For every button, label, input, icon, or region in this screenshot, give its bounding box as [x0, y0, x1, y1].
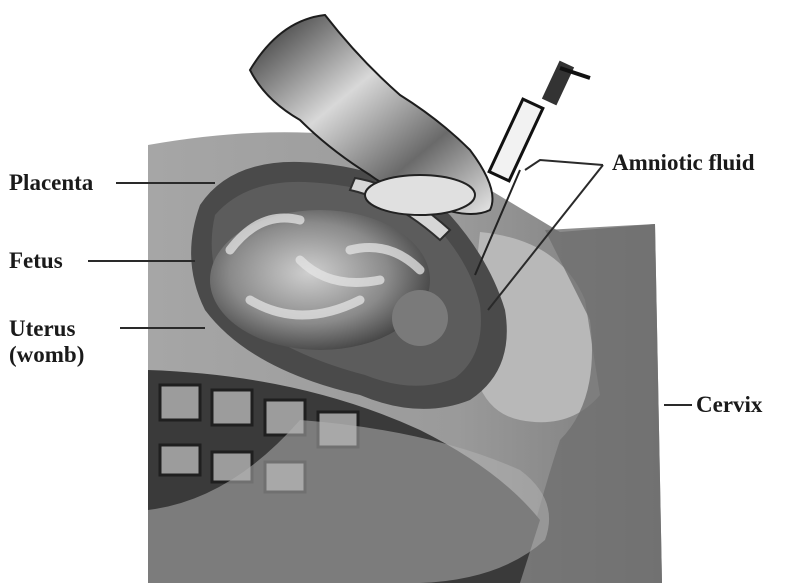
amniotic-leader-a: [525, 160, 603, 170]
fetus-label: Fetus: [9, 248, 63, 273]
fetus-head: [392, 290, 448, 346]
womb-label: (womb): [9, 342, 84, 367]
uterus-label: Uterus: [9, 316, 75, 341]
placenta-label: Placenta: [9, 170, 93, 195]
amniotic-fluid-label: Amniotic fluid: [612, 150, 754, 175]
cervix-label: Cervix: [696, 392, 762, 417]
ultrasound-probe: [365, 175, 475, 215]
